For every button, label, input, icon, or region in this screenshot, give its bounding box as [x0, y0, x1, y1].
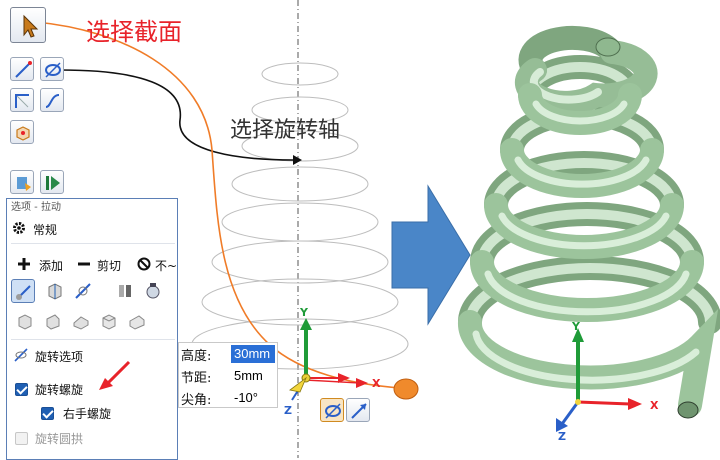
- select-edge-button[interactable]: [10, 88, 34, 112]
- shape-tool-3-icon[interactable]: [71, 311, 91, 331]
- spring-end-cap-bottom: [677, 401, 699, 419]
- no-merge-option[interactable]: 不~: [155, 259, 177, 273]
- direction-arrow-icon: [351, 403, 367, 419]
- measure-tool-icon[interactable]: [143, 281, 163, 301]
- spring-gizmo-x-label: X: [650, 399, 659, 412]
- select-tool-button[interactable]: [10, 7, 46, 43]
- spring-gizmo-x-arrowhead: [628, 398, 642, 410]
- right-hand-label: 右手螺旋: [63, 407, 112, 421]
- gizmo-y-arrowhead: [300, 318, 312, 330]
- x-direction-line: [304, 379, 361, 384]
- spring-gizmo-x-axis: [577, 400, 631, 406]
- general-section-header[interactable]: 常规: [33, 223, 58, 237]
- conical-spring: [457, 25, 720, 419]
- play-tool-button[interactable]: [40, 170, 64, 194]
- taper-label: 尖角:: [181, 393, 212, 408]
- spin-dome-checkbox[interactable]: [15, 432, 28, 445]
- select-cursor-icon: [23, 14, 39, 38]
- panel-title: 选项 - 拉动: [11, 202, 61, 211]
- revolve-apply-icon: [325, 403, 341, 419]
- plus-icon: [18, 258, 30, 270]
- section-curve: [35, 21, 401, 389]
- height-label: 高度:: [181, 349, 212, 364]
- spin-options-label: 旋转选项: [35, 350, 84, 364]
- select-edge-icon: [15, 94, 29, 108]
- select-body-icon: [16, 126, 30, 141]
- select-loop-button[interactable]: [40, 57, 64, 81]
- gizmo-yellow-handle: [289, 376, 307, 393]
- spring-gizmo-y-label: Y: [572, 320, 580, 333]
- add-option[interactable]: 添加: [39, 259, 64, 273]
- shape-tool-2-icon[interactable]: [43, 311, 63, 331]
- pull-direction-icon: [16, 285, 31, 300]
- select-body-button[interactable]: [10, 120, 34, 144]
- gizmo-x-arrowhead: [338, 373, 350, 383]
- spin-options-icon: [14, 348, 28, 362]
- face-tool-icon[interactable]: [45, 281, 65, 301]
- play-tool-icon: [46, 176, 60, 190]
- right-hand-checkbox[interactable]: [41, 407, 54, 420]
- select-curve-icon: [45, 94, 60, 108]
- height-field[interactable]: 30mm: [231, 345, 275, 363]
- spring-gizmo-z-axis: [560, 401, 580, 425]
- pull-direction-button[interactable]: [11, 279, 35, 303]
- transform-arrow: [391, 184, 471, 326]
- gear-icon: [13, 222, 25, 234]
- revolve-axis-icon[interactable]: [73, 281, 93, 301]
- select-line-button[interactable]: [10, 57, 34, 81]
- gizmo-z-label: Z: [284, 404, 292, 417]
- spring-gizmo-y-arrowhead: [572, 328, 584, 342]
- spin-helix-checkbox[interactable]: [15, 383, 28, 396]
- spring-gizmo-origin: [575, 399, 581, 405]
- spring-gizmo-z-arrowhead: [556, 418, 568, 432]
- x-arrowhead-left: [356, 378, 368, 388]
- select-section-annotation: 选择截面: [86, 18, 182, 46]
- section-circle: [393, 378, 419, 400]
- select-curve-button[interactable]: [40, 88, 64, 112]
- shape-tool-5-icon[interactable]: [127, 311, 147, 331]
- minus-icon: [78, 262, 90, 266]
- spring-gizmo-z-label: Z: [558, 430, 566, 443]
- spring-end-cap-top: [595, 37, 621, 57]
- fill-tool-button[interactable]: [10, 170, 34, 194]
- fill-tool-icon: [17, 177, 31, 191]
- revolve-apply-button[interactable]: [320, 398, 344, 422]
- gizmo-y-label: Y: [300, 306, 308, 319]
- helix-wireframe: [191, 62, 409, 370]
- helix-pointer-arrow: [99, 360, 131, 390]
- spin-dome-label: 旋转圆拱: [35, 432, 84, 446]
- axis-pointer-arrowhead: [293, 155, 302, 165]
- helix-params-box: 高度: 30mm 节距: 5mm 尖角: -10°: [178, 342, 278, 408]
- gizmo-x-label: X: [372, 377, 381, 390]
- axis-pointer-curve: [59, 69, 294, 161]
- direction-button[interactable]: [346, 398, 370, 422]
- cut-option[interactable]: 剪切: [97, 259, 122, 273]
- shape-tool-1-icon[interactable]: [15, 311, 35, 331]
- options-panel: 选项 - 拉动 常规 添加 剪切 不~: [6, 198, 178, 460]
- pitch-label: 节距:: [181, 371, 212, 386]
- select-axis-annotation: 选择旋转轴: [230, 118, 341, 143]
- taper-field[interactable]: -10°: [231, 389, 275, 407]
- select-loop-icon: [45, 62, 61, 78]
- pitch-field[interactable]: 5mm: [231, 367, 275, 385]
- spin-helix-label: 旋转螺旋: [35, 383, 84, 397]
- no-entry-icon: [137, 257, 151, 271]
- select-line-icon: [15, 61, 32, 78]
- shape-tool-4-icon[interactable]: [99, 311, 119, 331]
- blend-tool-icon[interactable]: [115, 281, 135, 301]
